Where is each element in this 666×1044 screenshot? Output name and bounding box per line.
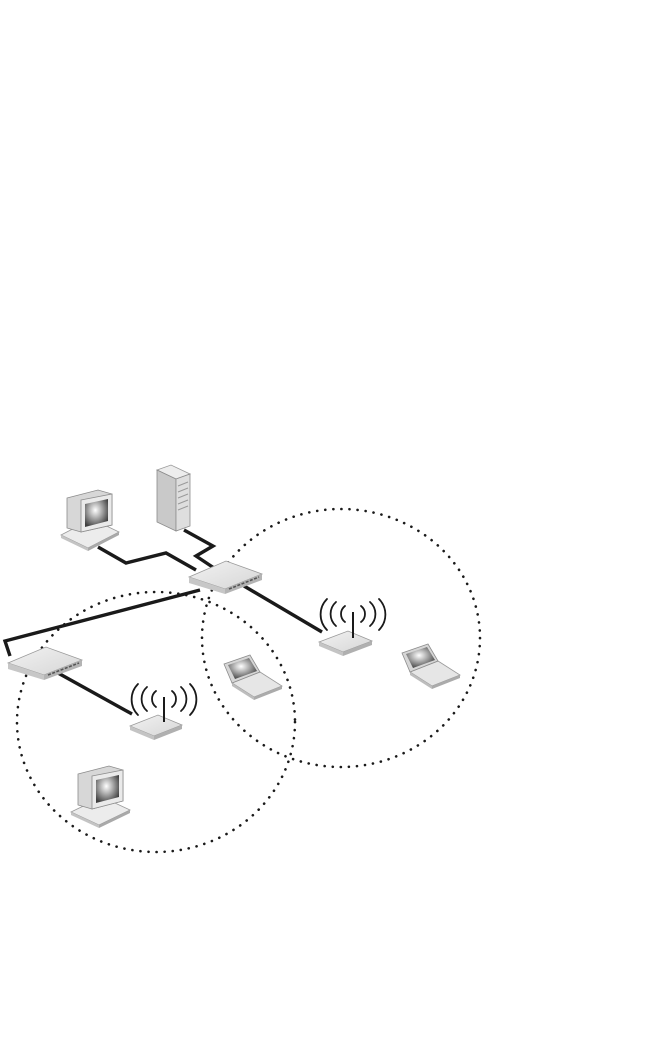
cable-switch-to-access-point-right (244, 586, 322, 632)
cable-switch-to-switch-branch (5, 590, 200, 656)
network-switch-icon (8, 647, 82, 680)
desktop-computer-icon (71, 766, 130, 828)
desktop-computer-icon (61, 490, 119, 551)
laptop-icon (224, 655, 282, 700)
wireless-access-point-icon (319, 599, 385, 656)
laptop-icon (402, 644, 460, 689)
cable-desktop-to-switch (98, 547, 196, 570)
wireless-access-point-icon (130, 684, 196, 740)
cable-server-to-switch (184, 530, 214, 568)
cable-branch-to-access-point-left (58, 673, 132, 714)
tower-server-icon (157, 465, 190, 531)
